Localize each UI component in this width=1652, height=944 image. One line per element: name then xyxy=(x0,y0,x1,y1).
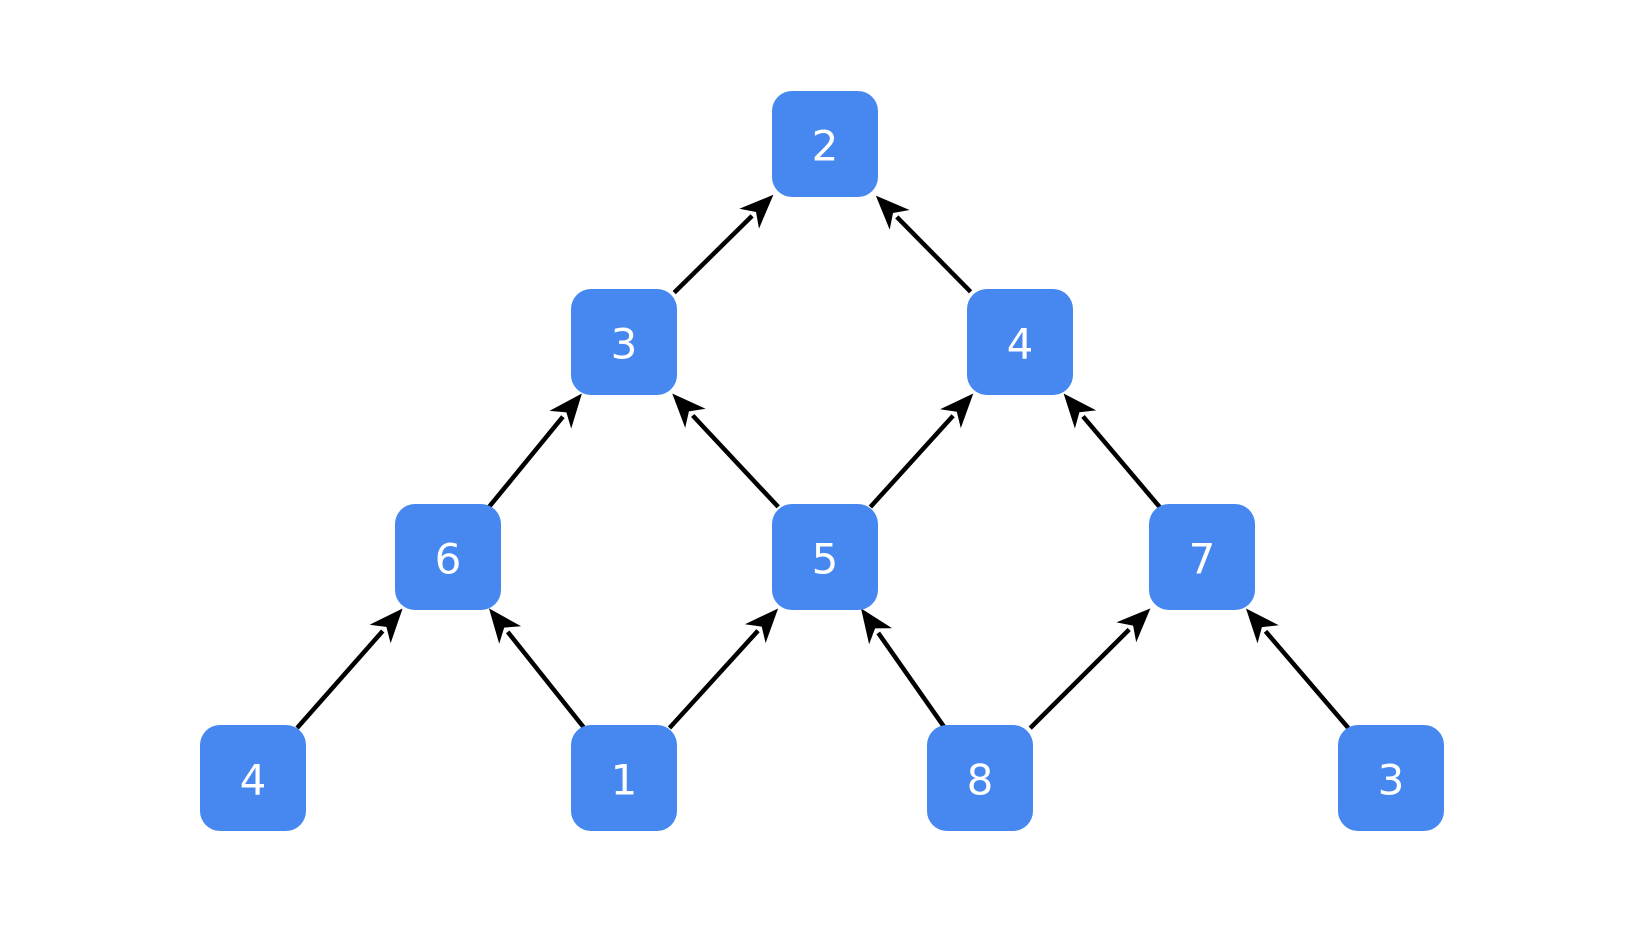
node-box xyxy=(395,504,501,610)
node-label: 4 xyxy=(1007,320,1034,369)
edge-arrow-n2-to-n1 xyxy=(672,194,774,295)
node-box xyxy=(571,725,677,831)
node-n4: 6 xyxy=(395,504,501,610)
node-label: 4 xyxy=(240,756,267,805)
node-n5: 5 xyxy=(772,504,878,610)
node-label: 8 xyxy=(967,756,994,805)
node-box xyxy=(967,289,1073,395)
edge-arrow-n10-to-n6 xyxy=(1246,608,1351,730)
edge-arrow-n9-to-n6 xyxy=(1028,608,1151,730)
edge-arrow-n8-to-n5 xyxy=(667,608,779,730)
edge-line xyxy=(505,630,587,730)
edge-arrow-n3-to-n1 xyxy=(875,195,973,294)
edge-line xyxy=(667,629,760,730)
node-n9: 8 xyxy=(927,725,1033,831)
edge-line xyxy=(487,415,565,509)
edges-layer xyxy=(295,194,1351,730)
node-box xyxy=(772,504,878,610)
edge-line xyxy=(1081,414,1162,509)
edge-line xyxy=(672,214,754,295)
node-box xyxy=(200,725,306,831)
node-n2: 3 xyxy=(571,289,677,395)
node-label: 7 xyxy=(1189,535,1216,584)
edge-line xyxy=(868,414,955,509)
edge-line xyxy=(895,215,973,294)
edge-line xyxy=(876,631,947,730)
node-label: 3 xyxy=(1378,756,1405,805)
arrowhead-icon xyxy=(739,194,774,229)
node-box xyxy=(927,725,1033,831)
node-n7: 4 xyxy=(200,725,306,831)
node-label: 2 xyxy=(812,122,839,171)
arrowhead-icon xyxy=(369,608,403,644)
node-label: 1 xyxy=(611,756,638,805)
arrowhead-icon xyxy=(549,393,582,429)
node-label: 3 xyxy=(611,320,638,369)
node-label: 5 xyxy=(812,535,839,584)
edge-line xyxy=(1028,627,1131,730)
node-box xyxy=(1338,725,1444,831)
edge-arrow-n6-to-n3 xyxy=(1063,393,1162,509)
arrowhead-icon xyxy=(672,393,706,428)
edge-line xyxy=(691,413,780,509)
node-box xyxy=(1149,504,1255,610)
arrowhead-icon xyxy=(1116,608,1151,643)
node-n8: 1 xyxy=(571,725,677,831)
node-n1: 2 xyxy=(772,91,878,197)
edge-line xyxy=(295,629,385,730)
arrowhead-icon xyxy=(489,608,522,644)
edge-arrow-n7-to-n4 xyxy=(295,608,403,730)
edge-arrow-n9-to-n5 xyxy=(861,608,947,730)
node-n3: 4 xyxy=(967,289,1073,395)
arrowhead-icon xyxy=(940,393,974,429)
arrowhead-icon xyxy=(861,608,892,645)
node-label: 6 xyxy=(435,535,462,584)
arrowhead-icon xyxy=(1063,393,1097,429)
edge-arrow-n4-to-n2 xyxy=(487,393,582,509)
node-n6: 7 xyxy=(1149,504,1255,610)
arrowhead-icon xyxy=(744,608,779,644)
node-n10: 3 xyxy=(1338,725,1444,831)
edge-arrow-n8-to-n4 xyxy=(489,608,587,730)
node-box xyxy=(571,289,677,395)
arrowhead-icon xyxy=(875,195,910,230)
edge-arrow-n5-to-n3 xyxy=(868,393,974,509)
arrowhead-icon xyxy=(1246,608,1279,644)
nodes-layer: 2 3 4 6 5 7 4 1 8 3 xyxy=(200,91,1444,831)
edge-line xyxy=(1263,629,1351,730)
node-box xyxy=(772,91,878,197)
edge-arrow-n5-to-n2 xyxy=(672,393,780,509)
